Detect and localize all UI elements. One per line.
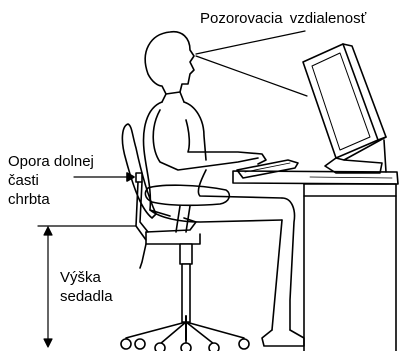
lower-back-support-label-line-2: časti [8, 172, 39, 189]
lower-back-support-label: Opora dolnej časti chrbta [8, 152, 94, 209]
keyboard [236, 159, 299, 179]
seat-height-dimension [37, 225, 137, 348]
desk [232, 170, 399, 351]
seat-height-label-line-1: Výška [60, 269, 101, 286]
lower-back-support-label-line-3: chrbta [8, 191, 50, 208]
lower-back-support-label-line-1: Opora dolnej [8, 153, 94, 170]
monitor [302, 43, 387, 174]
lumbar-support-pointer [73, 172, 135, 182]
viewing-distance-lines [195, 30, 308, 97]
viewing-distance-label: Pozorovacia vzdialenosť [200, 10, 367, 27]
seat-height-label-line-2: sedadla [60, 288, 113, 305]
chair [120, 123, 250, 351]
person [142, 30, 305, 347]
seat-height-label: Výška sedadla [60, 268, 113, 306]
